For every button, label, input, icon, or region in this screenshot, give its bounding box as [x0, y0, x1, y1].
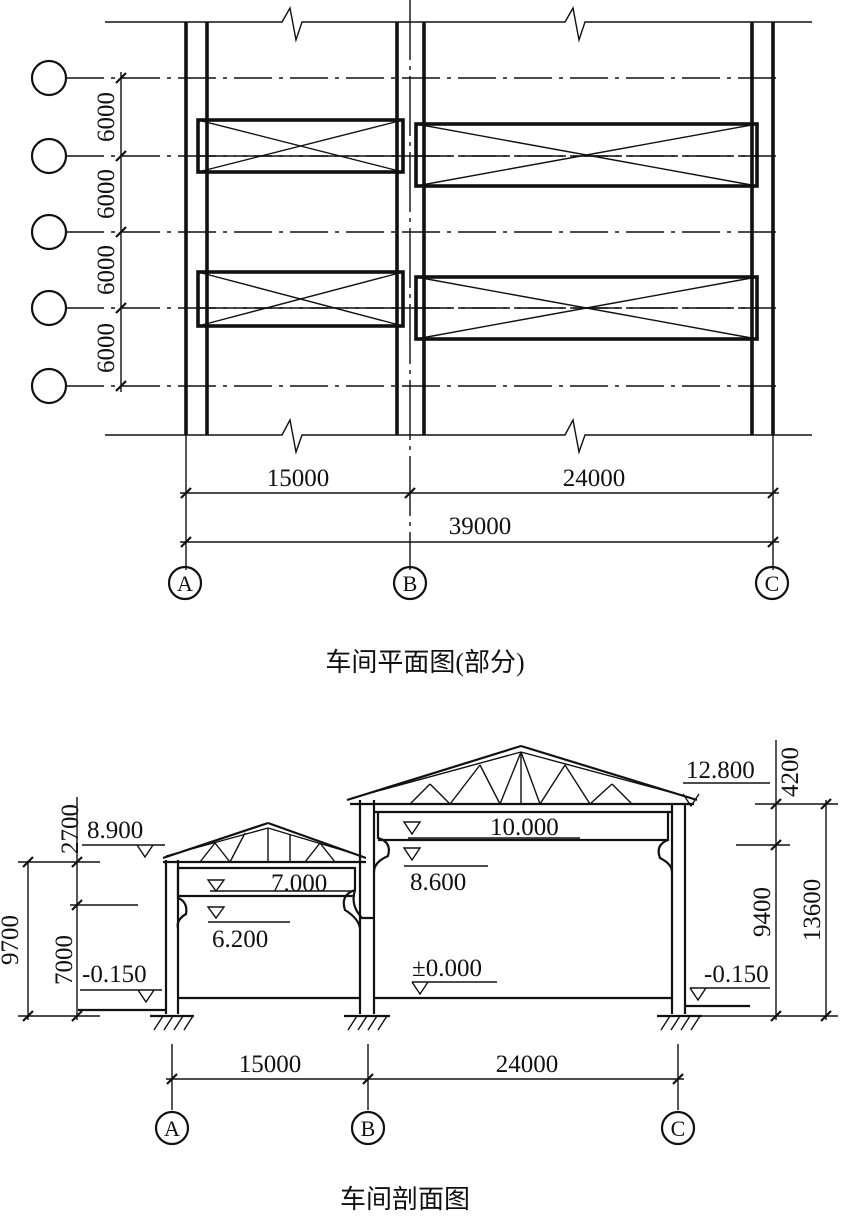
elev-plus-minus-0-000: ±0.000 — [412, 955, 482, 982]
section-left-dim-lines — [18, 797, 138, 1022]
plan-total-dim: 39000 — [449, 513, 512, 540]
plan-span-dimension-lines — [180, 487, 779, 548]
plan-bay-dimension-line — [115, 72, 127, 392]
elev-minus-0-150-left: -0.150 — [82, 961, 147, 988]
elev-minus-0-150-right: -0.150 — [704, 961, 769, 988]
low-bay-columns — [164, 800, 376, 1014]
section-axis-bubbles — [154, 1110, 696, 1146]
high-bay-roof-truss — [346, 744, 698, 806]
grid-circle-2 — [30, 137, 68, 175]
plan-axis-c: C — [765, 571, 780, 596]
elev-10-000: 10.000 — [490, 814, 559, 841]
foundation-symbols — [150, 1014, 702, 1031]
elevation-markers — [80, 782, 770, 1004]
grid-circle-1 — [30, 59, 68, 97]
plan-wall-lines — [184, 0, 775, 570]
low-bay-crane-corbels — [176, 866, 374, 929]
section-axis-a: A — [164, 1116, 180, 1141]
plan-bay-dim-1: 6000 — [93, 92, 120, 142]
section-dim-2700: 2700 — [57, 804, 84, 854]
plan-span-dim-bc: 24000 — [563, 465, 626, 492]
section-view: 8.900 7.000 6.200 -0.150 12.800 10.000 8… — [0, 740, 838, 1214]
section-dim-9400: 9400 — [749, 887, 776, 937]
plan-axis-bubbles — [167, 565, 790, 601]
section-span-dim-lines — [166, 1044, 684, 1110]
section-span-dim-ab: 15000 — [239, 1051, 302, 1078]
elev-8-600: 8.600 — [410, 869, 466, 896]
plan-bay-dim-2: 6000 — [93, 169, 120, 219]
plan-axis-b: B — [403, 571, 418, 596]
ground-lines — [78, 996, 750, 1012]
plan-bay-dim-4: 6000 — [93, 323, 120, 373]
section-axis-b: B — [361, 1116, 376, 1141]
section-right-dim-lines — [690, 740, 838, 1022]
section-dim-7000: 7000 — [51, 935, 78, 985]
plan-view: 6000 6000 6000 6000 15000 24000 39000 A … — [30, 0, 812, 677]
section-span-dim-bc: 24000 — [496, 1051, 559, 1078]
section-dim-4200: 4200 — [777, 747, 804, 797]
grid-circle-5 — [30, 367, 68, 405]
section-axis-c: C — [671, 1116, 686, 1141]
section-dim-9700: 9700 — [0, 915, 24, 965]
grid-circle-4 — [30, 289, 68, 327]
section-dim-13600: 13600 — [799, 879, 826, 942]
plan-top-break-line — [105, 5, 812, 43]
plan-bottom-break-line — [105, 417, 812, 455]
elev-12-800: 12.800 — [686, 757, 755, 784]
section-caption: 车间剖面图 — [340, 1185, 470, 1214]
low-bay-roof-truss — [162, 821, 367, 864]
grid-circle-3 — [30, 213, 68, 251]
elev-6-200: 6.200 — [212, 926, 268, 953]
plan-bay-dim-3: 6000 — [93, 245, 120, 295]
high-bay-columns — [670, 804, 687, 1014]
high-bay-crane-corbels — [372, 810, 674, 873]
elev-7-000: 7.000 — [271, 870, 327, 897]
plan-axis-a: A — [177, 571, 193, 596]
plan-span-dim-ab: 15000 — [267, 465, 330, 492]
elev-8-900: 8.900 — [87, 817, 143, 844]
plan-caption: 车间平面图(部分) — [325, 648, 524, 677]
plan-skylights — [196, 118, 759, 341]
plan-grid-circles — [30, 59, 68, 405]
